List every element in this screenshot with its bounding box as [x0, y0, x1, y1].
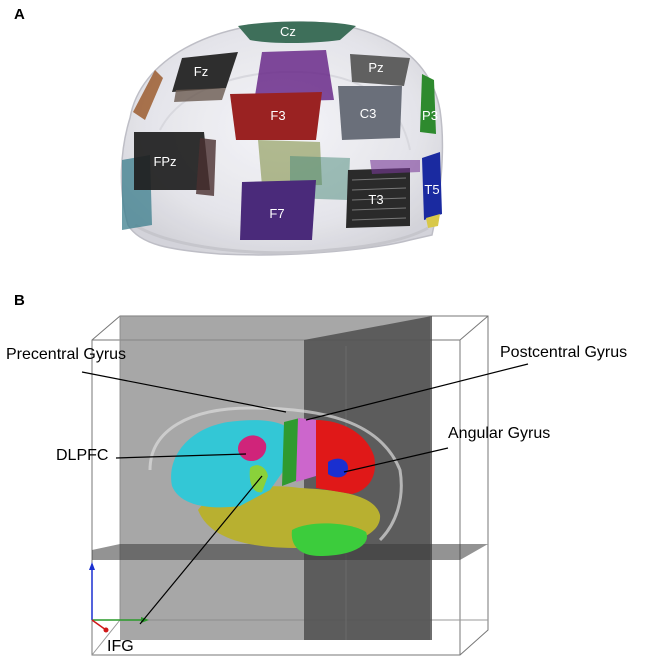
electrode-pz-patch	[350, 54, 410, 86]
electrode-cz-violet-patch	[254, 50, 334, 102]
leader-line-precentral	[81, 371, 287, 413]
electrode-label-t3: T3	[368, 192, 383, 207]
electrode-fpz-shadow	[196, 138, 216, 196]
region-angular	[328, 458, 348, 478]
electrode-f7-patch	[240, 180, 316, 240]
region-postcentral	[296, 418, 318, 482]
panel-b-letter: B	[14, 292, 25, 309]
electrode-fz-patch	[172, 52, 238, 92]
electrode-label-cz: Cz	[280, 24, 296, 39]
label-postcentral-gyrus: Postcentral Gyrus	[500, 344, 628, 361]
mri-outline	[148, 406, 403, 542]
region-dlpfc	[238, 435, 267, 462]
region-precentral	[282, 418, 300, 486]
head-neck-shadow	[134, 223, 429, 255]
t5-yellow-edge	[426, 214, 440, 228]
label-precentral-gyrus: Precentral Gyrus	[6, 346, 127, 363]
label-angular-gyrus: Angular Gyrus	[448, 425, 551, 442]
axis-triad	[89, 562, 149, 633]
panel-a-letter: A	[14, 6, 25, 23]
electrode-p3-patch	[420, 74, 436, 134]
leader-line-angular	[343, 447, 449, 473]
leader-lines	[81, 363, 529, 625]
electrode-label-f3: F3	[270, 108, 285, 123]
leader-line-dlpfc	[115, 453, 247, 459]
fp1-patch	[133, 70, 163, 120]
label-dlpfc: DLPFC	[56, 447, 109, 464]
t3-violet-edge	[370, 160, 420, 174]
brain-model	[171, 418, 381, 556]
electrode-f3-patch	[230, 92, 322, 140]
electrode-label-c3: C3	[360, 106, 377, 121]
electrode-fpz-patch	[134, 132, 210, 190]
electrode-t3-patch	[346, 168, 410, 228]
electrode-label-fz: Fz	[194, 64, 208, 79]
region-inferior-temporal	[291, 523, 367, 556]
electrode-label-pz: Pz	[368, 60, 383, 75]
electrode-t5-patch	[422, 152, 442, 220]
electrode-label-p3: P3	[422, 108, 438, 123]
axial-slice	[92, 544, 488, 560]
label-ifg: IFG	[107, 638, 134, 655]
electrode-fz-sub-patch	[174, 88, 226, 102]
electrode-label-fpz: FPz	[153, 154, 176, 169]
electrode-label-f7: F7	[269, 206, 284, 221]
electrode-c3-patch	[338, 86, 402, 140]
electrode-cz-patch	[238, 21, 356, 43]
leader-line-postcentral	[305, 363, 529, 421]
electrode-t3-stripes	[351, 177, 407, 221]
leader-line-ifg	[139, 475, 263, 625]
electrode-label-t5: T5	[424, 182, 439, 197]
